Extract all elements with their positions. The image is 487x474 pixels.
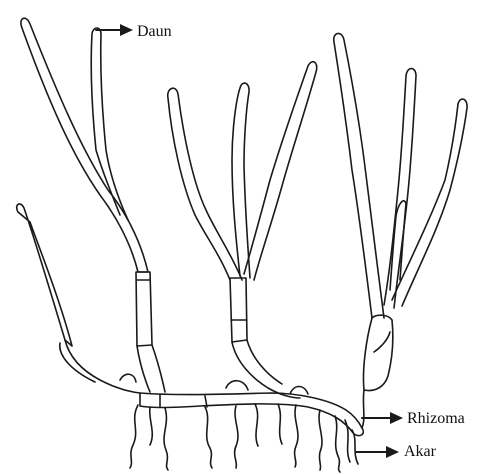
leaf xyxy=(232,83,250,278)
root xyxy=(255,404,258,446)
root xyxy=(319,410,322,470)
rhizome xyxy=(362,390,364,428)
root xyxy=(150,407,153,445)
rhizome xyxy=(140,393,363,436)
root xyxy=(205,407,212,468)
leaf xyxy=(334,33,384,318)
label-daun: Daun xyxy=(137,24,172,40)
root xyxy=(295,405,298,467)
arrow-head-akar xyxy=(386,446,399,458)
arrow-head-rhizoma xyxy=(390,412,403,424)
root xyxy=(235,406,238,468)
leaf xyxy=(168,88,242,280)
root xyxy=(278,404,282,444)
root xyxy=(130,405,138,468)
arrow-head-daun xyxy=(120,24,133,36)
leaf xyxy=(21,18,148,272)
root xyxy=(120,374,136,382)
root xyxy=(164,408,168,470)
root xyxy=(226,381,248,390)
stem xyxy=(65,340,140,393)
label-akar: Akar xyxy=(404,444,436,460)
leaf-sheath xyxy=(136,272,152,346)
stem xyxy=(232,340,300,398)
leaf xyxy=(244,62,317,280)
sheath-line xyxy=(374,332,390,352)
root xyxy=(335,416,340,472)
leaf-sheath xyxy=(230,278,247,342)
leaf-sheath xyxy=(363,315,392,390)
root xyxy=(345,420,350,462)
root xyxy=(290,387,308,395)
stem xyxy=(137,345,165,392)
label-rhizoma: Rhizoma xyxy=(407,411,465,427)
leaf xyxy=(17,204,72,346)
